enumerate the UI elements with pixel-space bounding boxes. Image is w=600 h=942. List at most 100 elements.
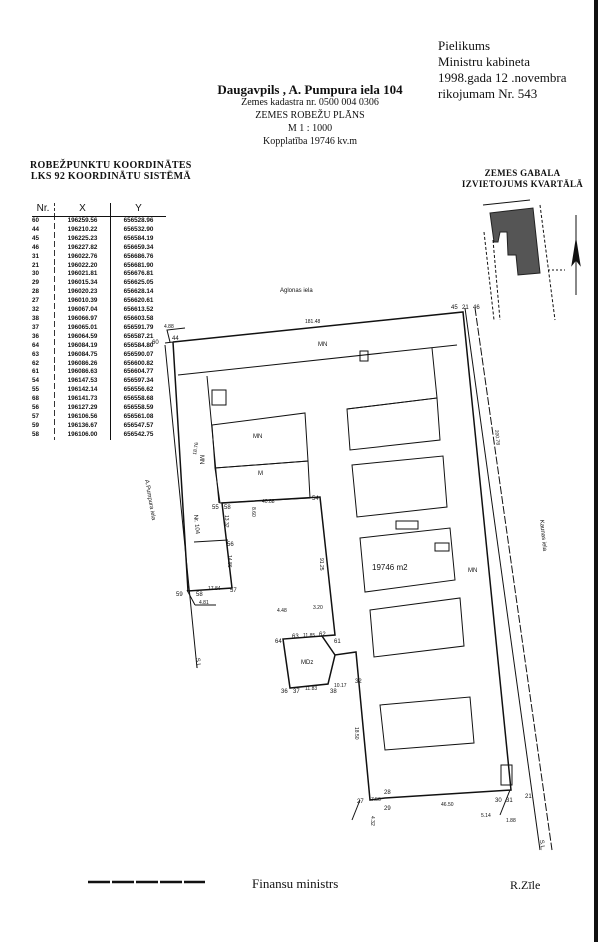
y-coordinate: 656532.90 <box>123 225 154 233</box>
x-coordinate: 196210.22 <box>54 225 111 235</box>
point-number: 30 <box>32 270 55 280</box>
scale: M 1 : 1000 <box>287 123 333 134</box>
point-number: 64 <box>32 341 55 351</box>
street-line-west <box>164 344 198 669</box>
coordinates-title-line: ROBEŽPUNKTU KOORDINĀTES <box>30 160 192 171</box>
land-use-label: M <box>258 471 263 477</box>
property-boundary <box>172 311 512 801</box>
point-label: 37 <box>293 689 300 695</box>
dimension-label: 11.85 <box>303 633 315 639</box>
y-coordinate: 656676.81 <box>123 270 154 278</box>
header-nr: Nr. <box>32 203 55 217</box>
dimension-label: 11.83 <box>305 686 317 692</box>
y-coordinate: 656590.07 <box>123 350 154 358</box>
dimension-label: 13.32 <box>223 515 229 528</box>
north-arrow-icon <box>571 215 581 295</box>
area-label: 19746 m2 <box>372 563 408 572</box>
appendix-line: 1998.gada 12 .novembra <box>438 70 567 85</box>
street-line-east-2 <box>474 307 553 851</box>
dimension-label: 91.25 <box>318 558 324 571</box>
x-coordinate: 196020.23 <box>54 288 111 298</box>
y-coordinate: 656558.68 <box>123 395 154 403</box>
header-y: Y <box>110 203 166 217</box>
point-number: 31 <box>32 252 55 262</box>
y-coordinate: 656613.52 <box>123 306 154 314</box>
y-coordinate: 656587.21 <box>123 332 154 340</box>
location-title-line: ZEMES GABALA <box>484 168 561 178</box>
y-coordinate: 656628.14 <box>123 288 154 296</box>
address: Daugavpils , A. Pumpura iela 104 <box>217 82 403 97</box>
street-label-east: Kaunas iela <box>538 520 547 552</box>
x-coordinate: 196015.34 <box>54 279 111 289</box>
y-coordinate: 656686.76 <box>123 252 154 260</box>
point-number: 62 <box>32 359 55 369</box>
y-coordinate: 656681.90 <box>123 261 154 269</box>
dimension-label: 4.88 <box>164 324 174 330</box>
x-coordinate: 196065.01 <box>54 323 111 333</box>
point-number: 54 <box>32 377 55 387</box>
x-coordinate: 196141.73 <box>54 395 111 405</box>
x-coordinate: 196106.56 <box>54 412 111 422</box>
x-coordinate: 196084.19 <box>54 341 111 351</box>
point-number: 38 <box>32 314 55 324</box>
location-map <box>482 199 565 321</box>
y-coordinate: 656528.96 <box>123 217 154 224</box>
red-line-label: S.L. <box>538 840 545 852</box>
x-coordinate: 196022.20 <box>54 261 111 271</box>
x-coordinate: 196067.04 <box>54 306 111 315</box>
y-coordinate: 656584.80 <box>123 341 154 349</box>
dimension-label: 4.48 <box>277 608 287 614</box>
dimension-label: 14.86 <box>226 555 232 568</box>
x-coordinate: 196086.63 <box>54 368 111 378</box>
x-coordinate: 196127.29 <box>54 404 111 413</box>
point-label: 45 <box>451 305 458 311</box>
point-number: 58 <box>32 430 55 440</box>
point-label: 31 <box>506 798 513 804</box>
point-label: 30 <box>495 798 502 804</box>
dimension-label: 18.76 <box>192 442 200 456</box>
point-number: 59 <box>32 421 55 431</box>
y-coordinate: 656542.75 <box>123 430 154 438</box>
land-use-label: MN <box>468 568 477 574</box>
location-map-title: ZEMES GABALA IZVIETOJUMS KVARTĀLĀ <box>445 168 600 190</box>
total-area: Kopplatība 19746 kv.m <box>262 136 358 147</box>
dimension-label: 1.88 <box>506 818 516 824</box>
point-number: 36 <box>32 332 55 342</box>
y-coordinate: 656558.59 <box>123 404 154 412</box>
point-label: 61 <box>334 639 341 645</box>
house-number: Nr. 104 <box>192 515 200 536</box>
point-number: 60 <box>32 216 55 226</box>
point-number: 29 <box>32 279 55 289</box>
point-number: 56 <box>32 404 55 413</box>
point-label: 27 <box>357 799 364 805</box>
y-coordinate: 656600.82 <box>123 359 154 367</box>
y-coordinate: 656603.58 <box>123 314 154 322</box>
dimension-label: 5.14 <box>481 813 491 819</box>
point-label: 21 <box>462 305 469 311</box>
dimension-label: 8.60 <box>250 507 256 517</box>
point-label: 21 <box>525 794 532 800</box>
dimension-label: 181.48 <box>305 319 321 325</box>
signer-title: Finansu ministrs <box>252 876 339 891</box>
dimension-label: 18.50 <box>353 727 359 740</box>
title-block: Daugavpils , A. Pumpura iela 104 Zemes k… <box>190 83 430 148</box>
land-use-label: MN <box>253 434 262 440</box>
x-coordinate: 196136.67 <box>54 421 111 431</box>
